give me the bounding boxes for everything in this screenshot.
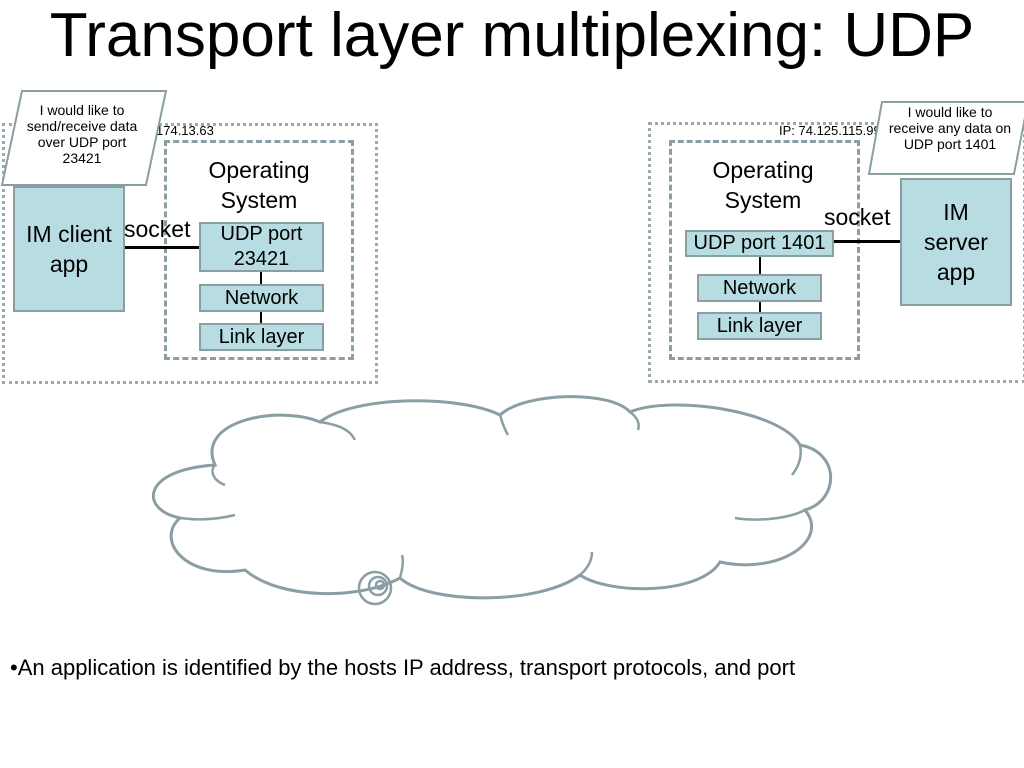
client-stack-link-2 [260, 312, 262, 323]
cloud-inner-arc-3 [498, 414, 510, 436]
server-os-label: Operating System [712, 157, 814, 213]
cloud-inner-arc-2 [319, 420, 357, 441]
client-socket-line [125, 246, 200, 249]
server-app-label: IM server app [924, 199, 988, 285]
client-network-box[interactable]: Network [199, 284, 324, 312]
network-cloud [152, 395, 833, 606]
client-callout-text: I would like to send/receive data over U… [26, 102, 138, 166]
server-os-boundary [669, 140, 860, 360]
client-os-boundary [164, 140, 354, 360]
client-host-boundary [2, 123, 378, 384]
client-stack-link-1 [260, 272, 262, 284]
client-app-box[interactable]: IM client app [13, 186, 125, 312]
client-app-label: IM client app [26, 221, 112, 277]
cloud-tail-outer [357, 570, 393, 606]
cloud-outline [152, 395, 833, 600]
server-udp-port-box[interactable]: UDP port 1401 [685, 230, 834, 257]
cloud-tail-core [374, 579, 386, 591]
server-network-label: Network [722, 276, 797, 299]
client-link-layer-label: Link layer [218, 325, 305, 348]
cloud-inner-arc-7 [579, 551, 594, 576]
client-udp-port-box[interactable]: UDP port 23421 [199, 222, 324, 272]
client-os-label: Operating System [208, 157, 310, 213]
client-ip-label: 174.13.63 [156, 123, 214, 138]
server-stack-link-1 [759, 257, 761, 274]
server-udp-port-label: UDP port 1401 [693, 232, 826, 254]
client-network-label: Network [224, 286, 299, 309]
cloud-inner-arc-4 [629, 411, 640, 431]
server-ip-label: IP: 74.125.115.99 [779, 123, 881, 138]
server-app-box[interactable]: IM server app [900, 178, 1012, 306]
server-link-layer-box[interactable]: Link layer [697, 312, 822, 340]
server-stack-link-2 [759, 302, 761, 312]
server-link-layer-label: Link layer [716, 314, 803, 337]
server-callout-shape [868, 101, 1024, 175]
server-callout: I would like to receive any data on UDP … [868, 101, 1024, 175]
client-link-layer-box[interactable]: Link layer [199, 323, 324, 351]
client-socket-label: socket [124, 216, 191, 242]
server-network-box[interactable]: Network [697, 274, 822, 302]
slide-bullet: •An application is identified by the hos… [10, 655, 796, 680]
cloud-inner-arc-6 [734, 508, 806, 521]
cloud-tail-inner [367, 575, 389, 597]
cloud-inner-arc-5 [791, 444, 802, 476]
client-callout: I would like to send/receive data over U… [0, 89, 168, 187]
client-callout-shape [0, 90, 168, 186]
cloud-inner-arc-8 [398, 554, 405, 579]
server-callout-text: I would like to receive any data on UDP … [888, 104, 1012, 152]
client-udp-port-label: UDP port 23421 [220, 223, 303, 270]
cloud-inner-arc-9 [179, 513, 236, 521]
slide-title: Transport layer multiplexing: UDP [49, 1, 975, 70]
server-socket-label: socket [824, 204, 891, 230]
server-socket-line [834, 240, 901, 243]
cloud-inner-arc-1 [211, 464, 226, 487]
